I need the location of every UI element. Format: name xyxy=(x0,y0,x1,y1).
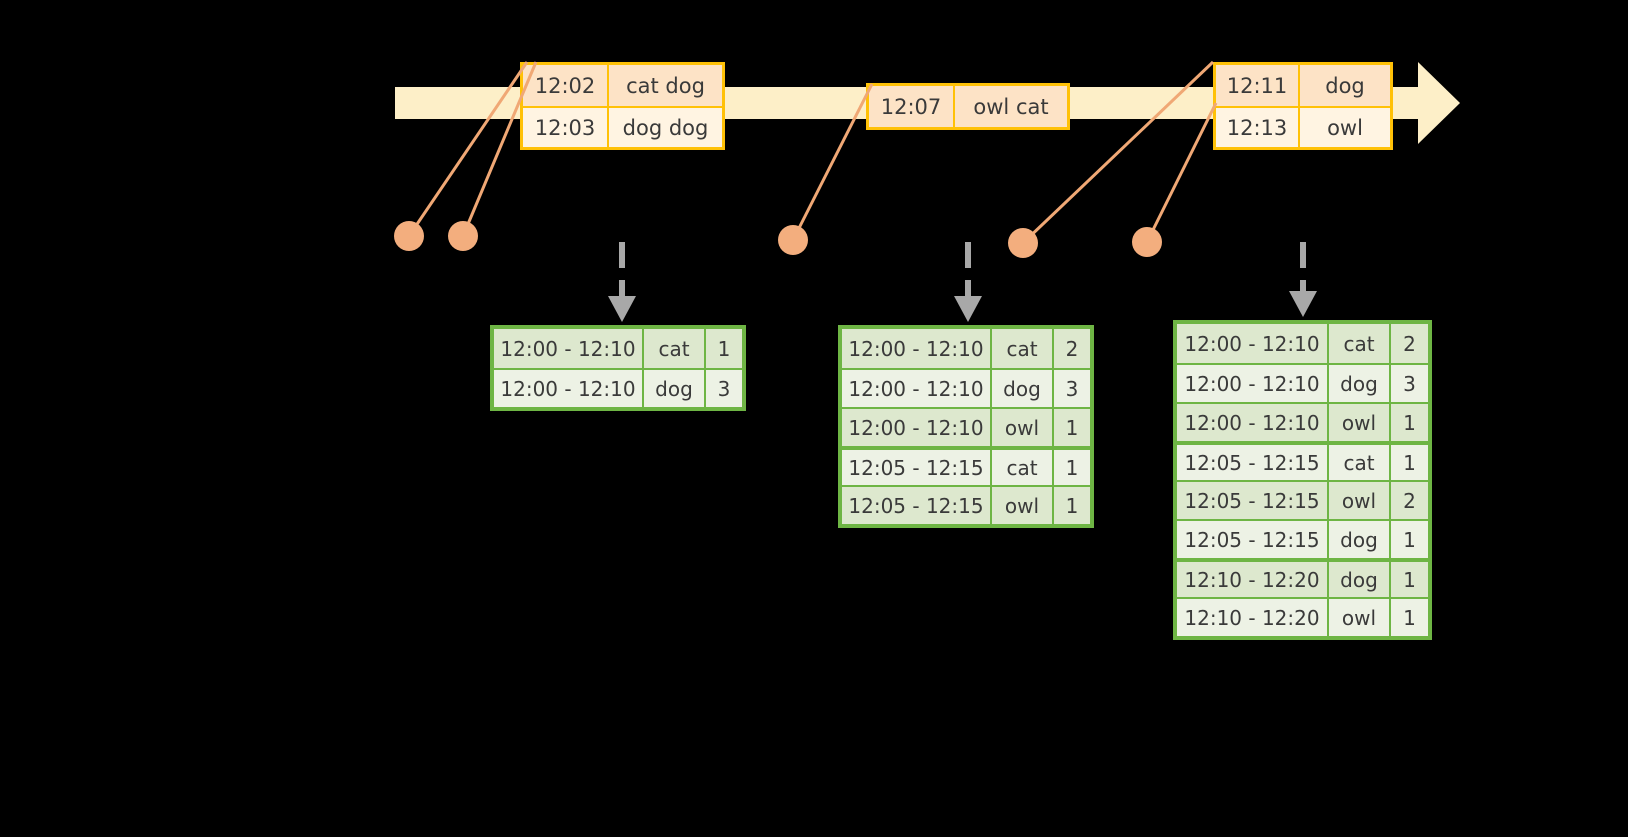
cell-count: 3 xyxy=(1403,371,1416,396)
connector-line-1213 xyxy=(1145,102,1218,243)
event-time: 12:13 xyxy=(1216,108,1300,147)
cell-word: dog xyxy=(1329,365,1391,402)
cell-count: 3 xyxy=(1065,376,1079,401)
cell-window: 12:05 - 12:15 xyxy=(1177,521,1329,558)
cell-word: owl xyxy=(1329,482,1391,519)
event-time: 12:03 xyxy=(523,108,609,147)
event-dot-1207 xyxy=(778,225,808,255)
timeline-arrow-icon xyxy=(1418,62,1460,144)
event-dot-1213 xyxy=(1132,227,1162,257)
cell-word: owl xyxy=(1329,404,1391,441)
cell-window: 12:10 - 12:20 xyxy=(1177,599,1329,636)
event-dot-1203 xyxy=(448,221,478,251)
cell-count: 1 xyxy=(1065,415,1079,440)
cell-window: 12:00 - 12:10 xyxy=(842,370,992,407)
cell-count: 3 xyxy=(717,376,731,401)
arrowhead-icon-2 xyxy=(954,296,982,322)
event-words: dog xyxy=(1300,65,1390,106)
event-words: cat dog xyxy=(609,65,722,106)
cell-word: cat xyxy=(1329,324,1391,363)
cell-count: 1 xyxy=(717,336,731,361)
event-words: dog dog xyxy=(622,115,709,140)
dashed-arrows xyxy=(619,242,1306,300)
cell-window: 12:05 - 12:15 xyxy=(1177,482,1329,519)
event-words: owl xyxy=(1327,115,1363,140)
event-dots xyxy=(394,221,1162,258)
cell-word: cat xyxy=(992,329,1054,368)
event-dot-1202 xyxy=(394,221,424,251)
event-time: 12:02 xyxy=(523,65,609,106)
cell-count: 2 xyxy=(1403,331,1416,356)
cell-window: 12:05 - 12:15 xyxy=(842,487,992,524)
cell-window: 12:00 - 12:10 xyxy=(494,329,644,368)
cell-count: 1 xyxy=(1065,455,1079,480)
cell-window: 12:05 - 12:15 xyxy=(1177,445,1329,480)
cell-window: 12:00 - 12:10 xyxy=(1177,324,1329,363)
cell-word: cat xyxy=(992,450,1054,485)
cell-word: owl xyxy=(992,409,1054,446)
cell-word: cat xyxy=(1329,445,1391,480)
cell-count: 2 xyxy=(1403,488,1416,513)
cell-count: 2 xyxy=(1065,336,1079,361)
cell-word: dog xyxy=(644,370,706,407)
cell-word: owl xyxy=(1329,599,1391,636)
cell-count: 1 xyxy=(1403,527,1416,552)
cell-word: owl xyxy=(992,487,1054,524)
cell-window: 12:00 - 12:10 xyxy=(842,409,992,446)
cell-window: 12:10 - 12:20 xyxy=(1177,562,1329,597)
event-row: 12:03 dog dog xyxy=(523,106,722,147)
cell-count: 1 xyxy=(1403,410,1416,435)
event-row: 12:13 owl xyxy=(1216,106,1390,147)
cell-window: 12:00 - 12:10 xyxy=(1177,365,1329,402)
cell-word: dog xyxy=(1329,562,1391,597)
event-dot-1211 xyxy=(1008,228,1038,258)
cell-window: 12:05 - 12:15 xyxy=(842,450,992,485)
cell-word: cat xyxy=(644,329,706,368)
event-time: 12:07 xyxy=(869,86,955,127)
cell-word: dog xyxy=(1329,521,1391,558)
cell-window: 12:00 - 12:10 xyxy=(842,329,992,368)
cell-count: 1 xyxy=(1403,450,1416,475)
cell-count: 1 xyxy=(1403,605,1416,630)
cell-word: dog xyxy=(992,370,1054,407)
cell-count: 1 xyxy=(1403,567,1416,592)
arrowhead-icon-3 xyxy=(1289,291,1317,317)
cell-window: 12:00 - 12:10 xyxy=(494,370,644,407)
cell-window: 12:00 - 12:10 xyxy=(1177,404,1329,441)
cell-count: 1 xyxy=(1065,493,1079,518)
event-time: 12:11 xyxy=(1216,65,1300,106)
dashed-arrow-heads xyxy=(608,291,1317,322)
event-words: owl cat xyxy=(955,86,1067,127)
arrowhead-icon-1 xyxy=(608,296,636,322)
